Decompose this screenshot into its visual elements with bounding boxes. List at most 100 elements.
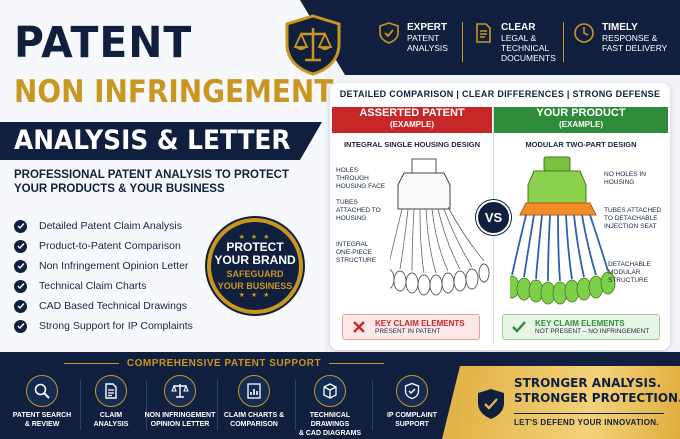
check-icon: [14, 239, 27, 253]
cube-icon: [323, 383, 337, 399]
cta-line: STRONGER PROTECTION.: [514, 391, 680, 405]
separator: [295, 380, 296, 430]
title-line-1: PATENT: [14, 18, 193, 68]
patent-note: TUBES ATTACHED TO HOUSING: [336, 199, 381, 222]
badge-line: YOUR BRAND: [214, 253, 296, 267]
badge-line: SAFEGUARD: [226, 269, 284, 279]
feature-label: Strong Support for IP Complaints: [39, 320, 193, 332]
list-item: Non Infringement Opinion Letter: [14, 256, 193, 276]
top-feature-head: EXPERT: [407, 22, 448, 33]
design-label: INTEGRAL SINGLE HOUSING DESIGN: [343, 140, 481, 149]
result-body: NOT PRESENT – NO INFRINGEMENT: [535, 327, 650, 335]
check-icon: [14, 219, 27, 233]
list-item: Technical Claim Charts: [14, 276, 193, 296]
product-note: DETACHABLE MODULAR STRUCTURE: [608, 261, 651, 284]
product-note: NO HOLES IN HOUSING: [604, 171, 646, 186]
top-feature-body: FAST DELIVERY: [602, 43, 668, 53]
comparison-top-label: DETAILED COMPARISON | CLEAR DIFFERENCES …: [339, 89, 661, 99]
separator: [462, 22, 463, 62]
list-item: CAD Based Technical Drawings: [14, 296, 193, 316]
top-feature-body: TECHNICAL: [501, 43, 550, 53]
badge-line: YOUR BUSINESS: [217, 281, 293, 291]
top-feature-expert: EXPERT PATENT ANALYSIS: [378, 22, 448, 53]
column-head: YOUR PRODUCT: [536, 107, 626, 119]
service-opinion-letter: NON INFRINGEMENT OPINION LETTER: [144, 375, 216, 429]
service-label: ANALYSIS: [93, 421, 129, 428]
service-claim-analysis: CLAIM ANALYSIS: [75, 375, 147, 429]
result-title: KEY CLAIM ELEMENTS: [535, 318, 625, 328]
badge-line: PROTECT: [226, 240, 284, 254]
service-label: OPINION LETTER: [150, 421, 210, 428]
chart-icon: [247, 383, 261, 399]
stars: ★ ★ ★: [238, 234, 272, 241]
feature-list: Detailed Patent Claim Analysis Product-t…: [14, 216, 193, 336]
service-label: & REVIEW: [24, 421, 60, 428]
separator: [80, 380, 81, 430]
service-label: SUPPORT: [395, 421, 429, 428]
bottom-title: COMPREHENSIVE PATENT SUPPORT: [0, 358, 448, 369]
result-body: PRESENT IN PATENT: [375, 327, 441, 335]
x-icon: [353, 321, 365, 333]
shield-check-icon: [478, 389, 504, 419]
service-label: CLAIM CHARTS &: [223, 412, 285, 419]
title-bar: [0, 122, 322, 160]
title-line-2: NON INFRINGEMENT: [14, 74, 334, 110]
top-feature-clear: CLEAR LEGAL & TECHNICAL DOCUMENTS: [472, 22, 556, 63]
service-claim-charts: CLAIM CHARTS & COMPARISON: [218, 375, 290, 429]
cta-line: STRONGER ANALYSIS.: [514, 376, 662, 390]
service-label: TECHNICAL DRAWINGS: [309, 412, 351, 428]
product-connector-drawing: [510, 156, 616, 305]
patent-note: HOLES THROUGH HOUSING FACE: [336, 167, 386, 190]
patent-result-box: KEY CLAIM ELEMENTS PRESENT IN PATENT: [342, 314, 480, 340]
cta-tagline: LET'S DEFEND YOUR INNOVATION.: [514, 418, 659, 427]
patent-connector-drawing: [390, 158, 490, 296]
scales-logo-icon: [285, 14, 341, 76]
top-feature-head: CLEAR: [501, 22, 536, 33]
top-feature-body: PATENT: [407, 33, 440, 43]
column-head: ASSERTED PATENT: [359, 107, 465, 119]
cta-headline: STRONGER ANALYSIS. STRONGER PROTECTION.: [514, 376, 680, 406]
separator: [217, 380, 218, 430]
top-feature-body: RESPONSE &: [602, 33, 658, 43]
service-label: IP COMPLAINT: [386, 412, 438, 419]
product-result-box: KEY CLAIM ELEMENTS NOT PRESENT – NO INFR…: [502, 314, 660, 340]
feature-label: Non Infringement Opinion Letter: [39, 260, 189, 272]
asserted-patent-header: ASSERTED PATENT (EXAMPLE): [332, 107, 492, 133]
service-label: COMPARISON: [230, 421, 278, 428]
feature-label: Detailed Patent Claim Analysis: [39, 220, 182, 232]
protect-brand-badge: ★ ★ ★ PROTECT YOUR BRAND SAFEGUARD YOUR …: [207, 218, 303, 314]
scales-icon: [171, 384, 189, 398]
list-item: Strong Support for IP Complaints: [14, 316, 193, 336]
top-feature-body: DOCUMENTS: [501, 53, 556, 63]
service-ip-complaint: IP COMPLAINT SUPPORT: [376, 375, 448, 429]
separator: [563, 22, 564, 62]
cta-banner: STRONGER ANALYSIS. STRONGER PROTECTION. …: [442, 366, 680, 439]
top-feature-head: TIMELY: [602, 22, 638, 33]
top-feature-body: ANALYSIS: [407, 43, 448, 53]
shield-check-icon: [404, 382, 420, 400]
separator: [146, 380, 147, 430]
check-icon: [14, 319, 27, 333]
document-icon: [476, 23, 491, 43]
list-item: Detailed Patent Claim Analysis: [14, 216, 193, 236]
top-features-strip: [345, 0, 680, 75]
result-title: KEY CLAIM ELEMENTS: [375, 318, 465, 328]
patent-note: INTEGRAL ONE-PIECE STRUCTURE: [336, 241, 377, 264]
divider: [514, 413, 664, 414]
separator: [372, 380, 373, 430]
check-icon: [14, 259, 27, 273]
product-note: TUBES ATTACHED TO DETACHABLE INJECTION S…: [604, 207, 662, 230]
column-sub: (EXAMPLE): [390, 120, 434, 129]
service-label: CLAIM: [99, 412, 123, 419]
feature-label: Product-to-Patent Comparison: [39, 240, 181, 252]
check-icon: [14, 299, 27, 313]
vs-badge: VS: [476, 200, 511, 235]
check-icon: [14, 279, 27, 293]
column-sub: (EXAMPLE): [559, 120, 603, 129]
clock-icon: [574, 23, 594, 43]
shield-check-icon: [379, 22, 399, 44]
service-label: & CAD DIAGRAMS: [298, 430, 362, 437]
service-patent-search: PATENT SEARCH & REVIEW: [6, 375, 78, 429]
check-icon: [512, 321, 526, 333]
title-line-3: ANALYSIS & LETTER: [14, 125, 291, 156]
